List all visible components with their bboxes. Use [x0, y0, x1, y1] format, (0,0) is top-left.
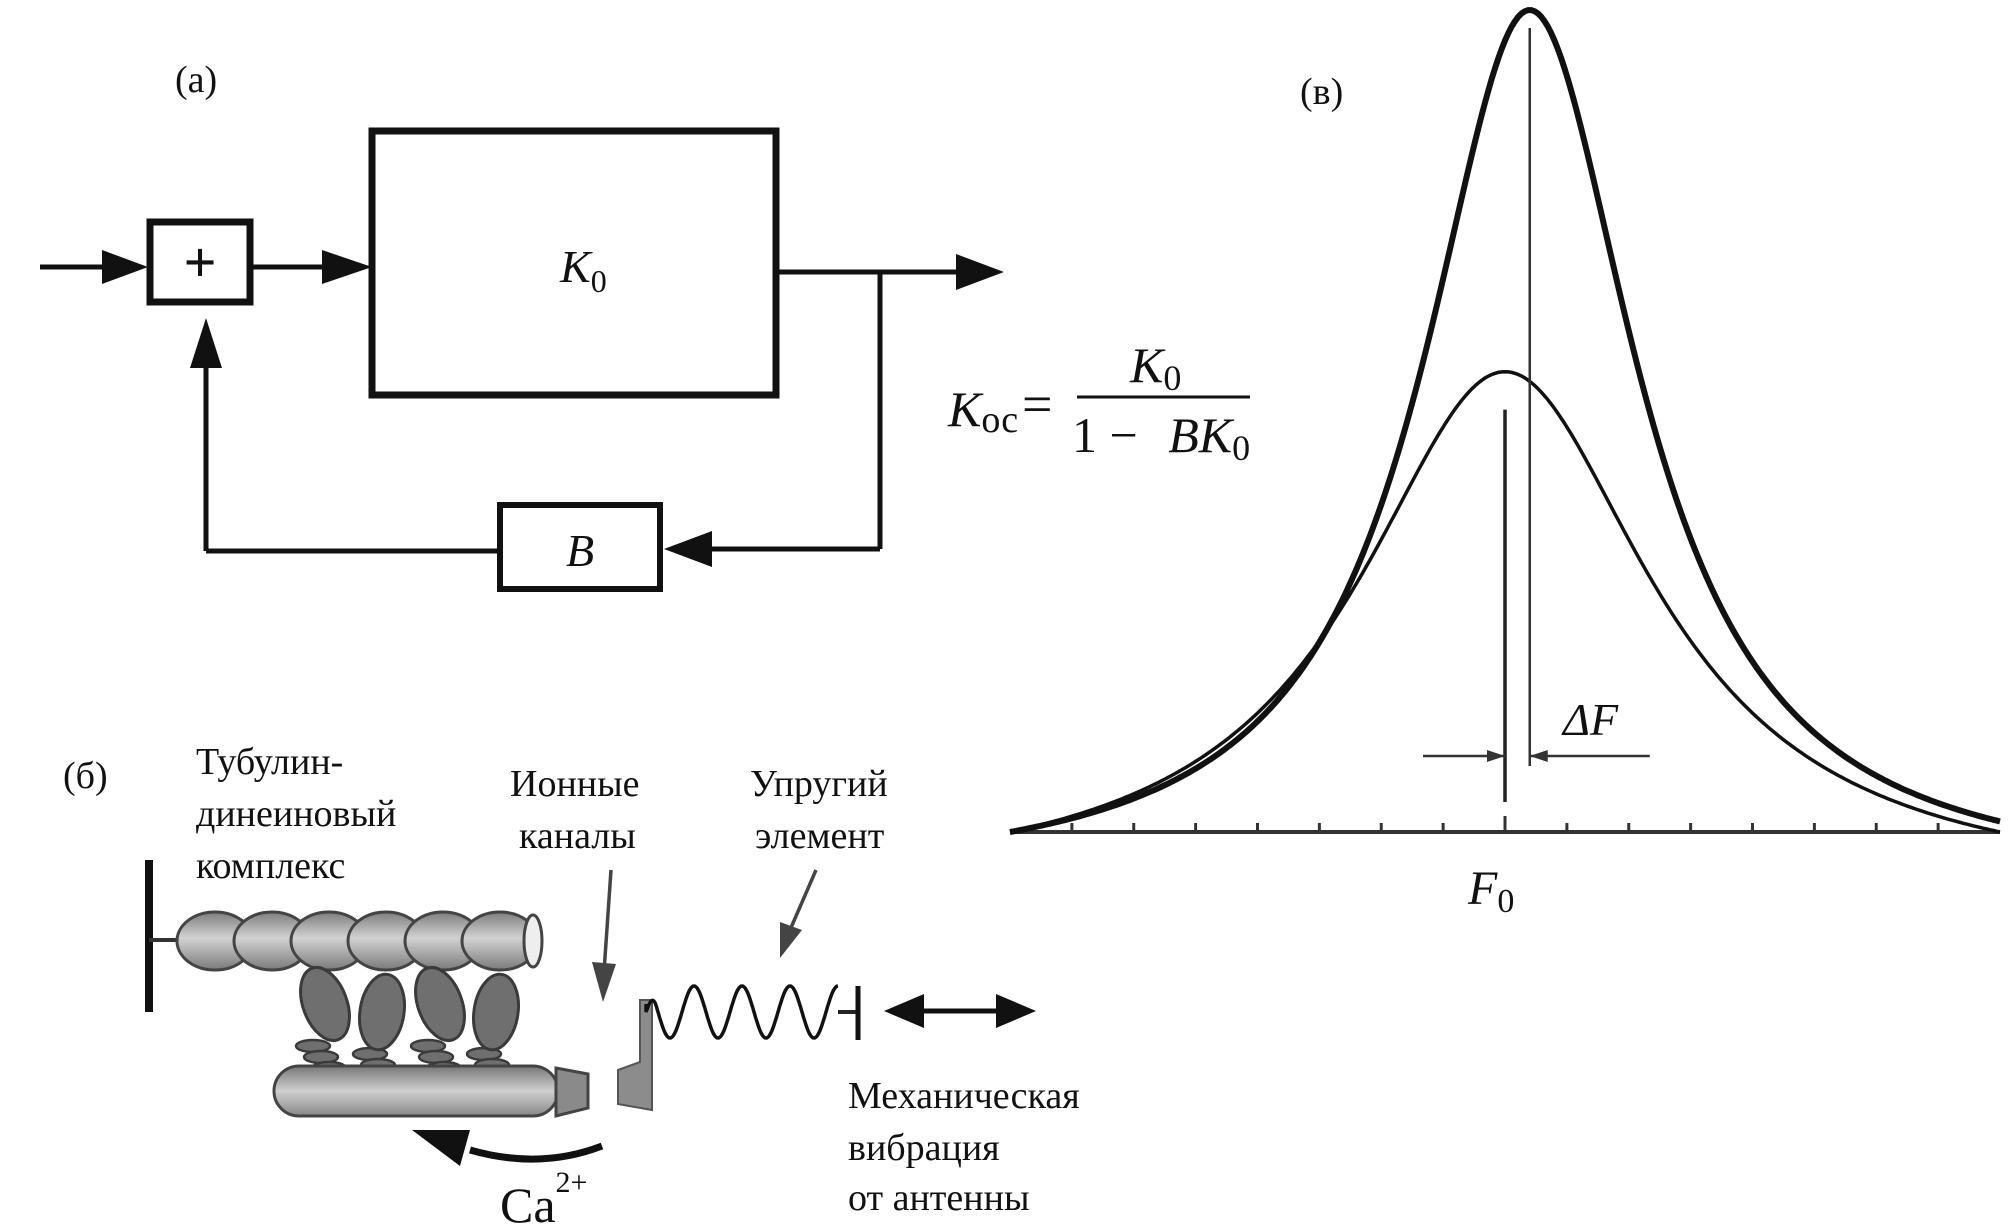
sum-symbol: +	[183, 230, 216, 295]
label-tubulin-line-2: динеиновый	[196, 793, 396, 835]
ion-channel-gate	[617, 999, 653, 1112]
chart-plot-area	[1009, 7, 2001, 835]
formula-numerator: K0	[1129, 337, 1181, 398]
label-tubulin-line-3: комплекс	[196, 845, 345, 887]
panel-c-resonance-chart: (в) F0 ΔF	[1009, 7, 2001, 920]
label-elastic-line-1: Упругий	[750, 763, 888, 805]
delta-f-label: ΔF	[1561, 694, 1619, 745]
dynein-head	[358, 972, 406, 1052]
motor-rod	[272, 1064, 590, 1118]
spring-elastic-element-icon	[644, 984, 861, 1040]
vibration-double-arrow-icon	[884, 994, 1036, 1028]
feedback-path	[190, 272, 883, 567]
label-ion-channels: Ионные каналы	[510, 763, 640, 857]
anchor-wall-icon	[145, 860, 180, 1012]
label-mech-line-3: от антенны	[848, 1177, 1029, 1219]
forward-arrow	[253, 250, 372, 284]
gain-block-k0: K0	[368, 127, 780, 399]
output-arrow	[776, 254, 1004, 290]
label-elastic-element: Упругий элемент	[750, 763, 888, 857]
label-ion-line-1: Ионные	[510, 763, 640, 805]
calcium-flow-arrow	[412, 1130, 604, 1166]
curve-open-loop	[1009, 369, 2001, 834]
feedback-block-b: B	[497, 502, 663, 592]
panel-a-block-diagram: (а) + K0	[40, 59, 1250, 592]
dynein-head	[299, 966, 351, 1042]
tubulin-end-cap	[522, 913, 544, 969]
dynein-head	[472, 972, 520, 1052]
panel-c-label: (в)	[1300, 71, 1343, 113]
gain-block-label: K0	[559, 241, 607, 299]
closed-loop-gain-formula: Kос = K0 1 − BK0	[947, 337, 1250, 468]
calcium-ion-label: Ca2+	[500, 1166, 587, 1231]
curve-with-feedback	[1009, 7, 2001, 835]
delta-arrowhead-right	[1529, 750, 1548, 762]
panel-b-mechanism: (б) Тубулин- динеиновый комплекс Ионные …	[63, 741, 1080, 1231]
label-elastic-line-2: элемент	[755, 815, 885, 857]
label-tubulin-line-1: Тубулин-	[196, 741, 343, 783]
delta-arrowhead-left	[1487, 750, 1505, 762]
input-arrow	[40, 250, 148, 284]
elastic-element-pointer-arrow	[780, 869, 818, 958]
ion-channel-pointer-arrow	[592, 869, 616, 1002]
panel-a-label: (а)	[175, 59, 217, 101]
formula-denominator: 1 − BK0	[1072, 407, 1250, 468]
formula-lhs: Kос	[947, 381, 1018, 441]
feedback-block-label: B	[566, 525, 594, 576]
label-mech-line-1: Механическая	[848, 1075, 1080, 1117]
label-ion-line-2: каналы	[519, 815, 636, 857]
formula-equals: =	[1022, 374, 1052, 434]
tubulin-filament	[175, 910, 544, 972]
label-mech-line-2: вибрация	[848, 1127, 1000, 1169]
panel-b-label: (б)	[63, 755, 108, 797]
dynein-head	[414, 966, 466, 1042]
label-mechanical-vibration: Механическая вибрация от антенны	[848, 1075, 1080, 1219]
label-tubulin-dynein: Тубулин- динеиновый комплекс	[196, 741, 396, 887]
x-axis-label: F0	[1467, 862, 1514, 920]
summing-junction: +	[146, 218, 254, 306]
